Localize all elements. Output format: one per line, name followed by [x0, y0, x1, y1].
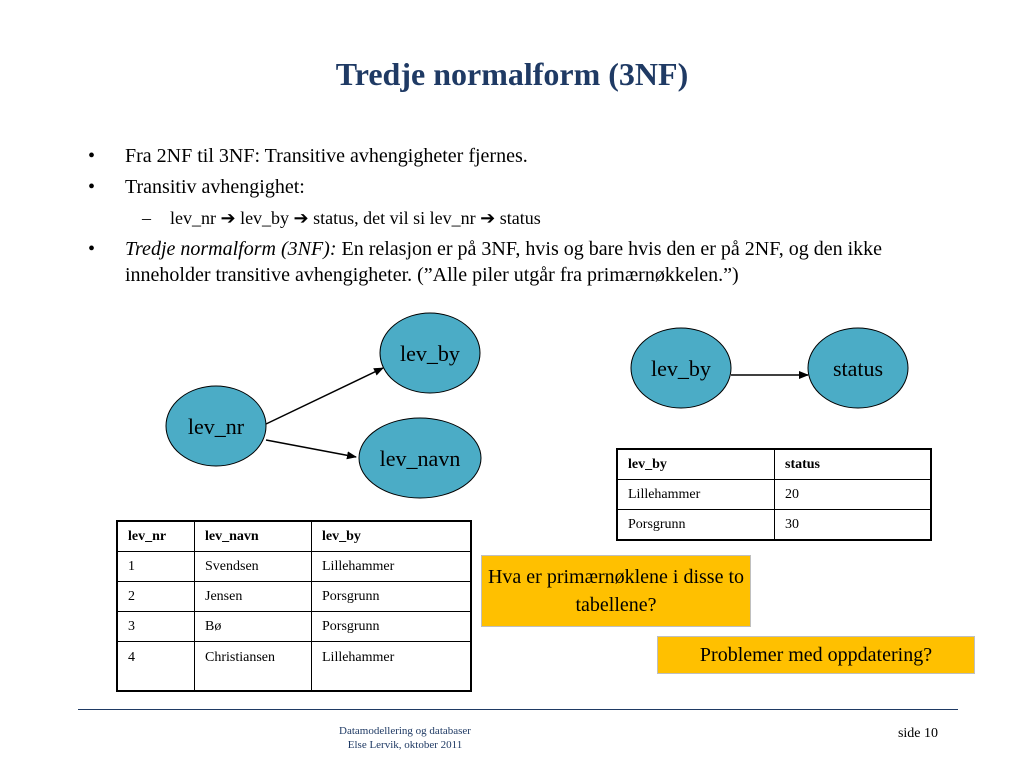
node-label-lev-by-right: lev_by	[651, 356, 711, 381]
table-row: 2 Jensen Porsgrunn	[116, 581, 472, 612]
table-header-row: lev_nr lev_navn lev_by	[116, 520, 472, 552]
bullet-item: • Tredje normalform (3NF): En relasjon e…	[88, 236, 968, 288]
table-row: 3 Bø Porsgrunn	[116, 611, 472, 642]
node-status	[807, 327, 909, 409]
bullet-marker: •	[88, 145, 96, 167]
table-cell: Porsgrunn	[311, 581, 472, 612]
table-row: 1 Svendsen Lillehammer	[116, 551, 472, 582]
table-header-cell: lev_by	[616, 448, 775, 480]
table-cell: Svendsen	[194, 551, 312, 582]
node-lev-nr	[165, 385, 267, 467]
sub-bullet-text: lev_nr ➔ lev_by ➔ status, det vil si lev…	[170, 208, 541, 228]
sub-bullet-marker: –	[142, 208, 151, 228]
footer-text: Datamodellering og databaser Else Lervik…	[0, 724, 810, 752]
table-row: Porsgrunn 30	[616, 509, 932, 541]
footer-divider	[78, 709, 958, 710]
table-cell: Christiansen	[194, 641, 312, 692]
bullet-marker: •	[88, 238, 96, 260]
table-cell: Porsgrunn	[311, 611, 472, 642]
node-label-lev-by: lev_by	[400, 341, 460, 366]
page-number: side 10	[897, 726, 938, 741]
table-header-cell: lev_nr	[116, 520, 195, 552]
node-label-lev-navn: lev_navn	[380, 446, 461, 471]
bullet-text: Fra 2NF til 3NF: Transitive avhengighete…	[125, 145, 528, 167]
question-callout: Hva er primærnøklene i disse to tabellen…	[481, 555, 751, 627]
supplier-table: lev_nr lev_navn lev_by 1 Svendsen Lilleh…	[116, 520, 472, 692]
table-cell: Lillehammer	[311, 641, 472, 692]
table-cell: 1	[116, 551, 195, 582]
city-status-table: lev_by status Lillehammer 20 Porsgrunn 3…	[616, 448, 932, 541]
bullet-item: • Fra 2NF til 3NF: Transitive avhengighe…	[88, 143, 968, 169]
node-label-lev-nr: lev_nr	[188, 414, 245, 439]
bullet-italic-term: Tredje normalform (3NF):	[125, 238, 337, 260]
table-cell: 3	[116, 611, 195, 642]
table-cell: 2	[116, 581, 195, 612]
node-lev-navn	[358, 417, 482, 499]
table-header-cell: status	[774, 448, 932, 480]
footer-course: Datamodellering og databaser	[339, 725, 471, 737]
table-row: Lillehammer 20	[616, 479, 932, 510]
table-cell: Lillehammer	[616, 479, 775, 510]
table-cell: 30	[774, 509, 932, 541]
table-cell: Jensen	[194, 581, 312, 612]
problem-callout: Problemer med oppdatering?	[657, 636, 975, 674]
table-cell: Bø	[194, 611, 312, 642]
bullet-item: • Transitiv avhengighet:	[88, 174, 968, 200]
node-lev-by-right	[630, 327, 732, 409]
table-cell: Porsgrunn	[616, 509, 775, 541]
table-header-row: lev_by status	[616, 448, 932, 480]
sub-bullet-item: – lev_nr ➔ lev_by ➔ status, det vil si l…	[88, 205, 968, 231]
node-lev-by	[379, 312, 481, 394]
arrow-levnr-to-levby	[265, 367, 384, 425]
table-header-cell: lev_by	[311, 520, 472, 552]
bullet-marker: •	[88, 176, 96, 198]
table-row: 4 Christiansen Lillehammer	[116, 641, 472, 692]
bullet-text: En relasjon er på 3NF, hvis og bare hvis…	[125, 238, 883, 286]
footer-author: Else Lervik, oktober 2011	[347, 739, 463, 751]
arrow-levnr-to-levnavn	[265, 439, 357, 460]
slide-title: Tredje normalform (3NF)	[335, 56, 689, 92]
bullet-list: • Fra 2NF til 3NF: Transitive avhengighe…	[88, 143, 968, 293]
table-cell: 4	[116, 641, 195, 692]
table-header-cell: lev_navn	[194, 520, 312, 552]
table-cell: Lillehammer	[311, 551, 472, 582]
node-label-status: status	[833, 356, 883, 381]
table-cell: 20	[774, 479, 932, 510]
bullet-text: Transitiv avhengighet:	[125, 176, 305, 198]
